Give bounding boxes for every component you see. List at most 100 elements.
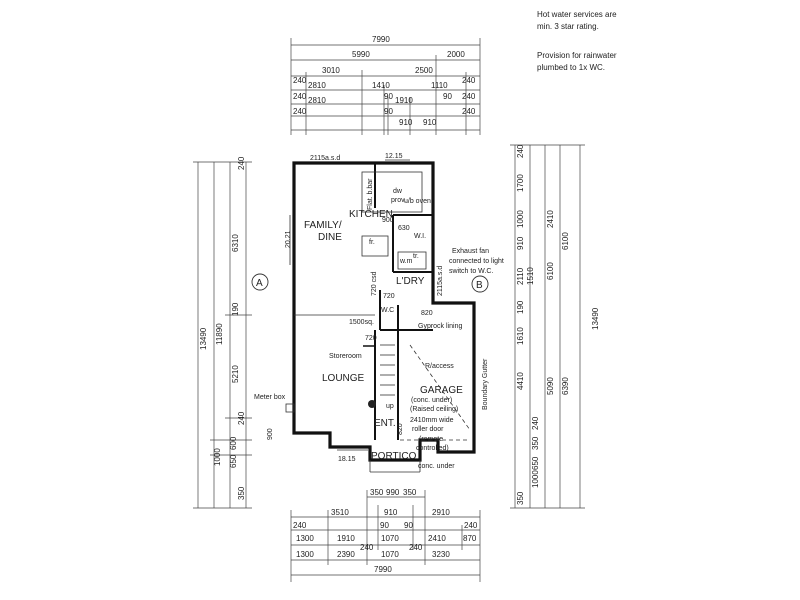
dim-top-240c: 240: [293, 92, 307, 101]
dim-bottom-3510: 3510: [331, 508, 349, 517]
dim-top-240a: 240: [293, 76, 307, 85]
dim-bottom-240b: 240: [464, 521, 478, 530]
dim-bottom-2910: 2910: [432, 508, 450, 517]
dim-bottom-870: 870: [463, 534, 477, 543]
dim-right-190: 190: [516, 300, 525, 314]
dim-top-240d: 240: [462, 92, 476, 101]
dim-right-1510: 1510: [526, 267, 535, 285]
label-roller-4: controlled): [416, 445, 449, 452]
room-conc-under: conc. under: [418, 463, 455, 470]
label-exhaust-3: switch to W.C.: [449, 268, 493, 275]
dim-top-2810a: 2810: [308, 81, 326, 90]
dim-right-240b: 240: [531, 416, 540, 430]
top-dimension-chain: 7990 5990 2000 3010 2500 240 240 2810 14…: [290, 35, 481, 135]
dim-left-13490: 13490: [199, 327, 208, 350]
dim-right-1610: 1610: [516, 327, 525, 345]
note-line-2: min. 3 star rating.: [537, 22, 599, 31]
dim-left-11890: 11890: [215, 323, 224, 345]
dim-top-5990: 5990: [352, 50, 370, 59]
room-wc: W.C: [381, 307, 394, 314]
grid-bubble-a: A: [251, 273, 269, 291]
building-outline: [289, 159, 476, 473]
label-meter-box: Meter box: [254, 394, 286, 401]
stair-up-marker: [368, 400, 376, 408]
dim-bottom-90b: 90: [404, 521, 413, 530]
dim-bottom-910: 910: [384, 508, 398, 517]
dim-left-600: 600: [229, 436, 238, 450]
dim-bottom-2410: 2410: [428, 534, 446, 543]
room-dine: DINE: [318, 232, 342, 243]
dim-bottom-990: 990: [386, 488, 400, 497]
dim-left-650: 650: [229, 454, 238, 468]
dim-top-910a: 910: [399, 118, 413, 127]
label-roller-1: 2410mm wide: [410, 417, 454, 424]
label-tr: tr.: [413, 253, 419, 260]
label-630: 630: [398, 225, 410, 232]
room-lounge: LOUNGE: [322, 373, 365, 384]
label-up: up: [386, 403, 394, 410]
dim-left-240b: 240: [237, 411, 246, 425]
dim-top-1110: 1110: [431, 81, 448, 90]
note-line-4: plumbed to 1x WC.: [537, 63, 605, 72]
specification-notes: Hot water services are min. 3 star ratin…: [537, 10, 617, 72]
dim-right-4410: 4410: [516, 372, 525, 390]
dim-top-1410: 1410: [372, 81, 390, 90]
label-gyprock: Gyprock lining: [418, 323, 462, 330]
dim-top-240b: 240: [462, 76, 476, 85]
label-2115-asd: 2115a.s.d: [437, 266, 444, 296]
dim-bottom-3230: 3230: [432, 550, 450, 559]
label-820c: 820: [397, 423, 404, 435]
dim-left-240a: 240: [237, 156, 246, 170]
dim-bottom-1300b: 1300: [296, 550, 314, 559]
label-prov: prov.: [391, 197, 406, 204]
dim-top-2000: 2000: [447, 50, 465, 59]
dim-bottom-1070b: 1070: [381, 550, 399, 559]
label-ub-oven: u/b oven: [404, 198, 431, 205]
note-line-3: Provision for rainwater: [537, 51, 617, 60]
label-flat-bar: Flat. b.bar: [367, 178, 374, 210]
dim-left-5210: 5210: [231, 365, 240, 383]
label-window-top-right: 12.15: [385, 153, 403, 160]
label-window-family: 20.21: [285, 230, 292, 248]
dim-bottom-overall: 7990: [374, 565, 392, 574]
label-720b: 720: [383, 293, 395, 300]
label-roller-2: roller door: [412, 426, 444, 433]
dim-right-2110: 2110: [516, 267, 525, 285]
room-garage-note-2: (Raised ceiling): [410, 406, 458, 413]
dim-right-1000: 1000: [516, 210, 525, 228]
room-laundry: L'DRY: [396, 276, 425, 287]
label-820: 820: [421, 310, 433, 317]
dim-top-1910: 1910: [395, 96, 413, 105]
meter-box-marker: [285, 403, 295, 413]
note-line-1: Hot water services are: [537, 10, 617, 19]
dim-bottom-2390: 2390: [337, 550, 355, 559]
dim-right-6100: 6100: [546, 262, 555, 280]
dim-top-240f: 240: [462, 107, 476, 116]
label-fridge: fr.: [369, 239, 375, 246]
label-r-access: R/access: [425, 363, 454, 370]
dim-bottom-240c: 240: [360, 543, 374, 552]
dim-bottom-1300a: 1300: [296, 534, 314, 543]
label-900: 900: [382, 217, 394, 224]
dim-right-13490: 13490: [591, 307, 600, 330]
label-wm: w.m: [399, 258, 413, 265]
dim-left-1000: 1000: [213, 448, 222, 466]
plan-annotations: 2115a.s.d 12.15 20.21 Flat. b.bar dw pro…: [254, 153, 504, 463]
dim-top-overall: 7990: [372, 35, 390, 44]
room-labels: FAMILY/ DINE KITCHEN L'DRY W.C W.I. LOUN…: [304, 209, 463, 470]
label-window-lounge: 18.15: [338, 456, 356, 463]
label-dw: dw: [393, 188, 403, 195]
dim-top-90b: 90: [443, 92, 452, 101]
dim-top-2500: 2500: [415, 66, 433, 75]
dim-left-350: 350: [237, 486, 246, 500]
label-720c: 720: [365, 335, 377, 342]
grid-label-b: B: [476, 280, 483, 291]
label-exhaust-1: Exhaust fan: [452, 248, 489, 255]
dim-top-3010: 3010: [322, 66, 340, 75]
dim-right-6390: 6390: [561, 377, 570, 395]
dim-bottom-1910: 1910: [337, 534, 355, 543]
dim-right-1000: 1000: [531, 470, 540, 488]
dim-top-90a: 90: [384, 92, 393, 101]
label-1500sq: 1500sq.: [349, 319, 374, 326]
room-garage: GARAGE: [420, 385, 463, 396]
